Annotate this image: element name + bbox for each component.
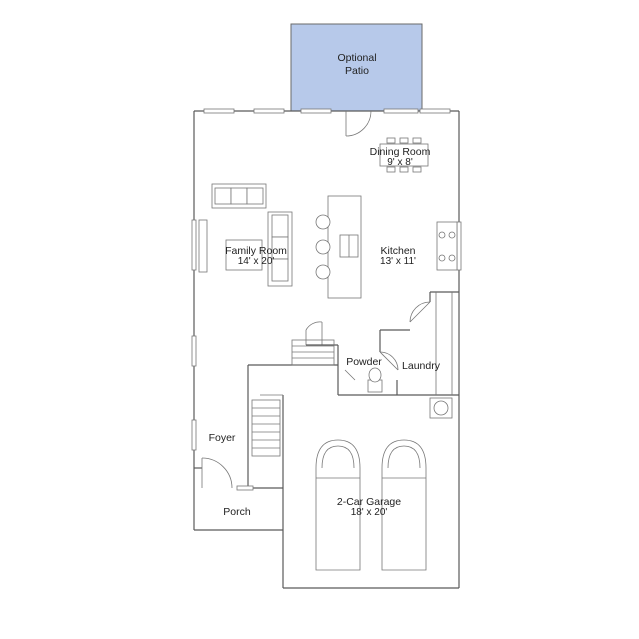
foyer-label: Foyer — [209, 432, 236, 444]
kitchen-label: Kitchen — [380, 245, 415, 257]
front-door-swing — [201, 457, 233, 489]
family-room-label: Family Room — [225, 245, 287, 257]
windows — [191, 108, 462, 491]
dining-table — [379, 137, 429, 173]
porch-label: Porch — [223, 506, 251, 518]
laundry-cabinets — [409, 292, 453, 419]
dining-room-label: Dining Room — [370, 146, 431, 158]
garage-dimensions: 18' x 20' — [351, 507, 388, 518]
patio-label-line2: Patio — [345, 65, 369, 77]
closet-door — [305, 321, 338, 346]
family-room-dimensions: 14' x 20' — [238, 256, 275, 267]
dining-room-dimensions: 9' x 8' — [387, 157, 413, 168]
kitchen-dimensions: 13' x 11' — [380, 256, 416, 267]
laundry-label: Laundry — [402, 360, 441, 372]
patio-area — [290, 23, 423, 112]
family-room-furniture — [198, 183, 293, 287]
foyer-stairs — [251, 394, 283, 457]
powder-label: Powder — [346, 356, 382, 368]
garage-label: 2-Car Garage — [337, 496, 401, 508]
kitchen-island — [315, 195, 362, 299]
patio-door-swing — [345, 110, 372, 137]
kitchen-range — [436, 221, 458, 271]
patio-label-line1: Optional — [337, 52, 376, 64]
powder-fixtures — [344, 351, 399, 393]
garage-car-right — [381, 439, 427, 571]
garage-car-left — [315, 439, 361, 571]
upper-stairs — [291, 339, 335, 366]
